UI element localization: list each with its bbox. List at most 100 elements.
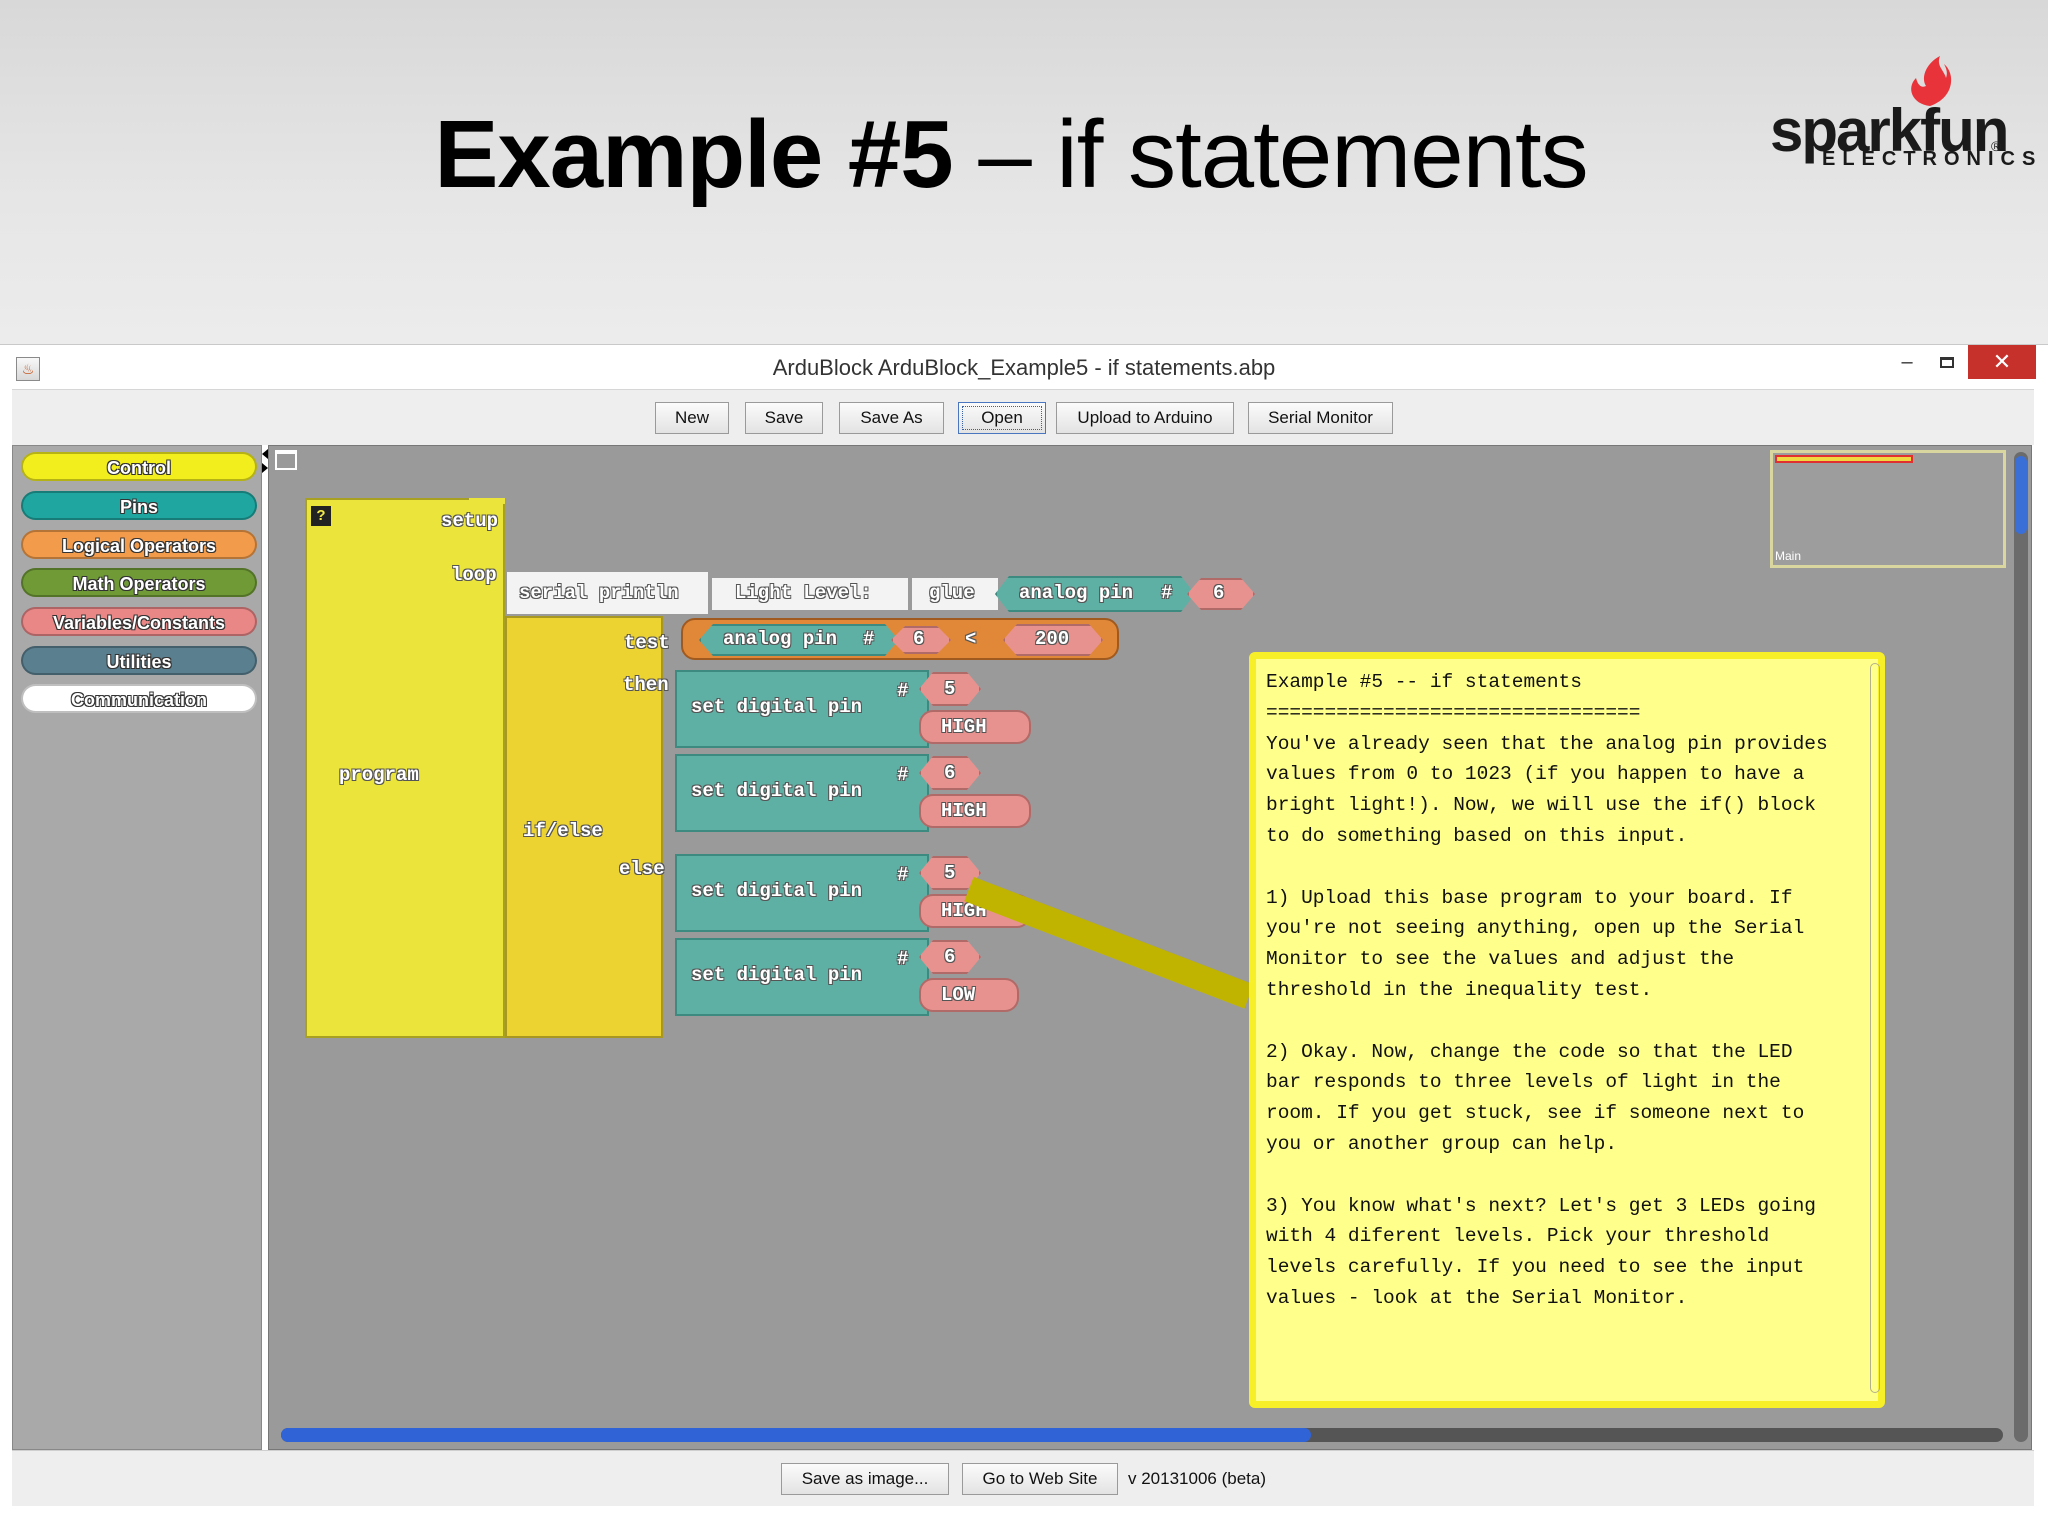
digital-pin-number-1: 5 xyxy=(944,678,956,700)
digital-pin-number-block-4[interactable] xyxy=(919,940,981,974)
condition-hash: # xyxy=(863,628,875,650)
condition-value-block[interactable] xyxy=(1003,624,1103,656)
program-setup-notch xyxy=(469,498,505,504)
digital-pin-number-4: 6 xyxy=(944,946,956,968)
vertical-scrollbar[interactable] xyxy=(2014,452,2028,1442)
upload-to-arduino-button[interactable]: Upload to Arduino xyxy=(1056,402,1234,434)
digital-pin-value-1: HIGH xyxy=(941,716,987,738)
logo-word: sparkfun xyxy=(1770,97,2009,164)
comment-box[interactable]: Example #5 -- if statements ============… xyxy=(1249,652,1885,1408)
go-to-web-site-button[interactable]: Go to Web Site xyxy=(962,1463,1118,1495)
block-palette: Control Pins Logical Operators Math Oper… xyxy=(12,445,262,1450)
new-button[interactable]: New xyxy=(655,402,729,434)
window-title: ArduBlock ArduBlock_Example5 - if statem… xyxy=(772,355,1276,380)
minimap-viewport[interactable] xyxy=(1775,455,1913,463)
help-icon[interactable]: ? xyxy=(311,506,331,526)
slide-title-rest: – if statements xyxy=(952,101,1588,208)
version-label: v 20131006 (beta) xyxy=(1128,1469,1266,1488)
digital-pin-value-2: HIGH xyxy=(941,800,987,822)
maximize-icon xyxy=(1940,357,1954,368)
comment-text[interactable]: Example #5 -- if statements ============… xyxy=(1266,671,1828,1309)
palette-variables-constants[interactable]: Variables/Constants xyxy=(21,607,257,636)
canvas-window-icon[interactable] xyxy=(275,450,297,470)
set-digital-pin-hash-2: # xyxy=(897,764,909,786)
slide-title-bold: Example #5 xyxy=(434,101,953,208)
if-else-block[interactable] xyxy=(505,616,663,1038)
java-app-icon[interactable]: ♨ xyxy=(16,357,40,381)
set-digital-pin-block-4[interactable] xyxy=(675,938,929,1016)
horizontal-scroll-thumb[interactable] xyxy=(281,1428,1311,1442)
logo-subtitle: ELECTRONICS xyxy=(1822,148,2043,170)
analog-pin-number: 6 xyxy=(1213,582,1225,604)
bottom-bar: Save as image... Go to Web Site v 201310… xyxy=(12,1450,2034,1506)
condition-pin: 6 xyxy=(913,628,925,650)
serial-println-block[interactable] xyxy=(505,570,710,616)
logo-registered: ® xyxy=(1991,138,2002,154)
set-digital-pin-block-2[interactable] xyxy=(675,754,929,832)
palette-pins[interactable]: Pins xyxy=(21,491,257,520)
if-then-label: then xyxy=(623,674,669,696)
serial-monitor-button[interactable]: Serial Monitor xyxy=(1248,402,1393,434)
save-as-button[interactable]: Save As xyxy=(839,402,944,434)
palette-utilities[interactable]: Utilities xyxy=(21,646,257,675)
block-canvas[interactable]: ? setup loop program serial println Ligh… xyxy=(268,445,2032,1450)
glue-block[interactable] xyxy=(910,576,1000,612)
program-block[interactable] xyxy=(305,498,505,1038)
sparkfun-logo: sparkfun ® ELECTRONICS xyxy=(1770,52,2035,172)
analog-pin-label: analog pin xyxy=(1019,582,1134,604)
condition-value: 200 xyxy=(1035,628,1070,650)
toolbar: New Save Save As Open Upload to Arduino … xyxy=(12,389,2034,445)
glue-label: glue xyxy=(929,582,975,604)
serial-println-label: serial println xyxy=(519,582,679,604)
save-button[interactable]: Save xyxy=(745,402,823,434)
set-digital-pin-label-4: set digital pin xyxy=(691,964,863,986)
light-level-string-block[interactable] xyxy=(710,576,910,612)
digital-pin-value-block-1[interactable] xyxy=(919,710,1031,744)
open-button[interactable]: Open xyxy=(958,402,1046,434)
light-level-string: Light Level: xyxy=(735,582,872,604)
palette-control[interactable]: Control xyxy=(21,452,257,481)
condition-analog-pin-block[interactable] xyxy=(699,624,899,656)
program-setup-label: setup xyxy=(441,510,499,532)
condition-analog-label: analog pin xyxy=(723,628,838,650)
if-test-label: test xyxy=(624,632,670,654)
set-digital-pin-hash-1: # xyxy=(897,680,909,702)
close-button[interactable]: ✕ xyxy=(1968,345,2036,379)
digital-pin-number-block-2[interactable] xyxy=(919,756,981,790)
program-loop-label: loop xyxy=(451,564,497,586)
digital-pin-number-2: 6 xyxy=(944,762,956,784)
palette-communication[interactable]: Communication xyxy=(21,684,257,713)
set-digital-pin-label-2: set digital pin xyxy=(691,780,863,802)
vertical-scroll-thumb[interactable] xyxy=(2015,456,2027,534)
set-digital-pin-label-1: set digital pin xyxy=(691,696,863,718)
digital-pin-value-block-2[interactable] xyxy=(919,794,1031,828)
minimize-button[interactable]: – xyxy=(1901,351,1913,373)
program-label: program xyxy=(339,764,419,786)
digital-pin-number-3: 5 xyxy=(944,862,956,884)
if-else-branch-label: else xyxy=(619,858,665,880)
digital-pin-number-block-1[interactable] xyxy=(919,672,981,706)
digital-pin-number-block-3[interactable] xyxy=(919,856,981,890)
title-bar: ♨ ArduBlock ArduBlock_Example5 - if stat… xyxy=(0,345,2048,389)
condition-operator: < xyxy=(965,628,977,650)
slide-title: Example #5 – if statements xyxy=(0,100,2048,210)
set-digital-pin-hash-4: # xyxy=(897,948,909,970)
digital-pin-value-block-4[interactable] xyxy=(919,978,1019,1012)
set-digital-pin-block-3[interactable] xyxy=(675,854,929,932)
set-digital-pin-label-3: set digital pin xyxy=(691,880,863,902)
app-window: ♨ ArduBlock ArduBlock_Example5 - if stat… xyxy=(0,344,2048,1536)
palette-logical-operators[interactable]: Logical Operators xyxy=(21,530,257,559)
set-digital-pin-block-1[interactable] xyxy=(675,670,929,748)
set-digital-pin-hash-3: # xyxy=(897,864,909,886)
minimap[interactable]: Main xyxy=(1770,450,2006,568)
minimap-label: Main xyxy=(1775,549,1802,563)
analog-pin-hash: # xyxy=(1161,582,1173,604)
condition-pin-block[interactable] xyxy=(891,626,951,654)
splitter-arrows-icon[interactable] xyxy=(262,447,268,477)
analog-pin-number-block[interactable] xyxy=(1187,578,1255,610)
palette-math-operators[interactable]: Math Operators xyxy=(21,568,257,597)
save-as-image-button[interactable]: Save as image... xyxy=(781,1463,949,1495)
analog-pin-block[interactable] xyxy=(995,576,1195,612)
maximize-button[interactable] xyxy=(1918,345,1976,379)
comment-scrollbar[interactable] xyxy=(1870,663,1880,1393)
